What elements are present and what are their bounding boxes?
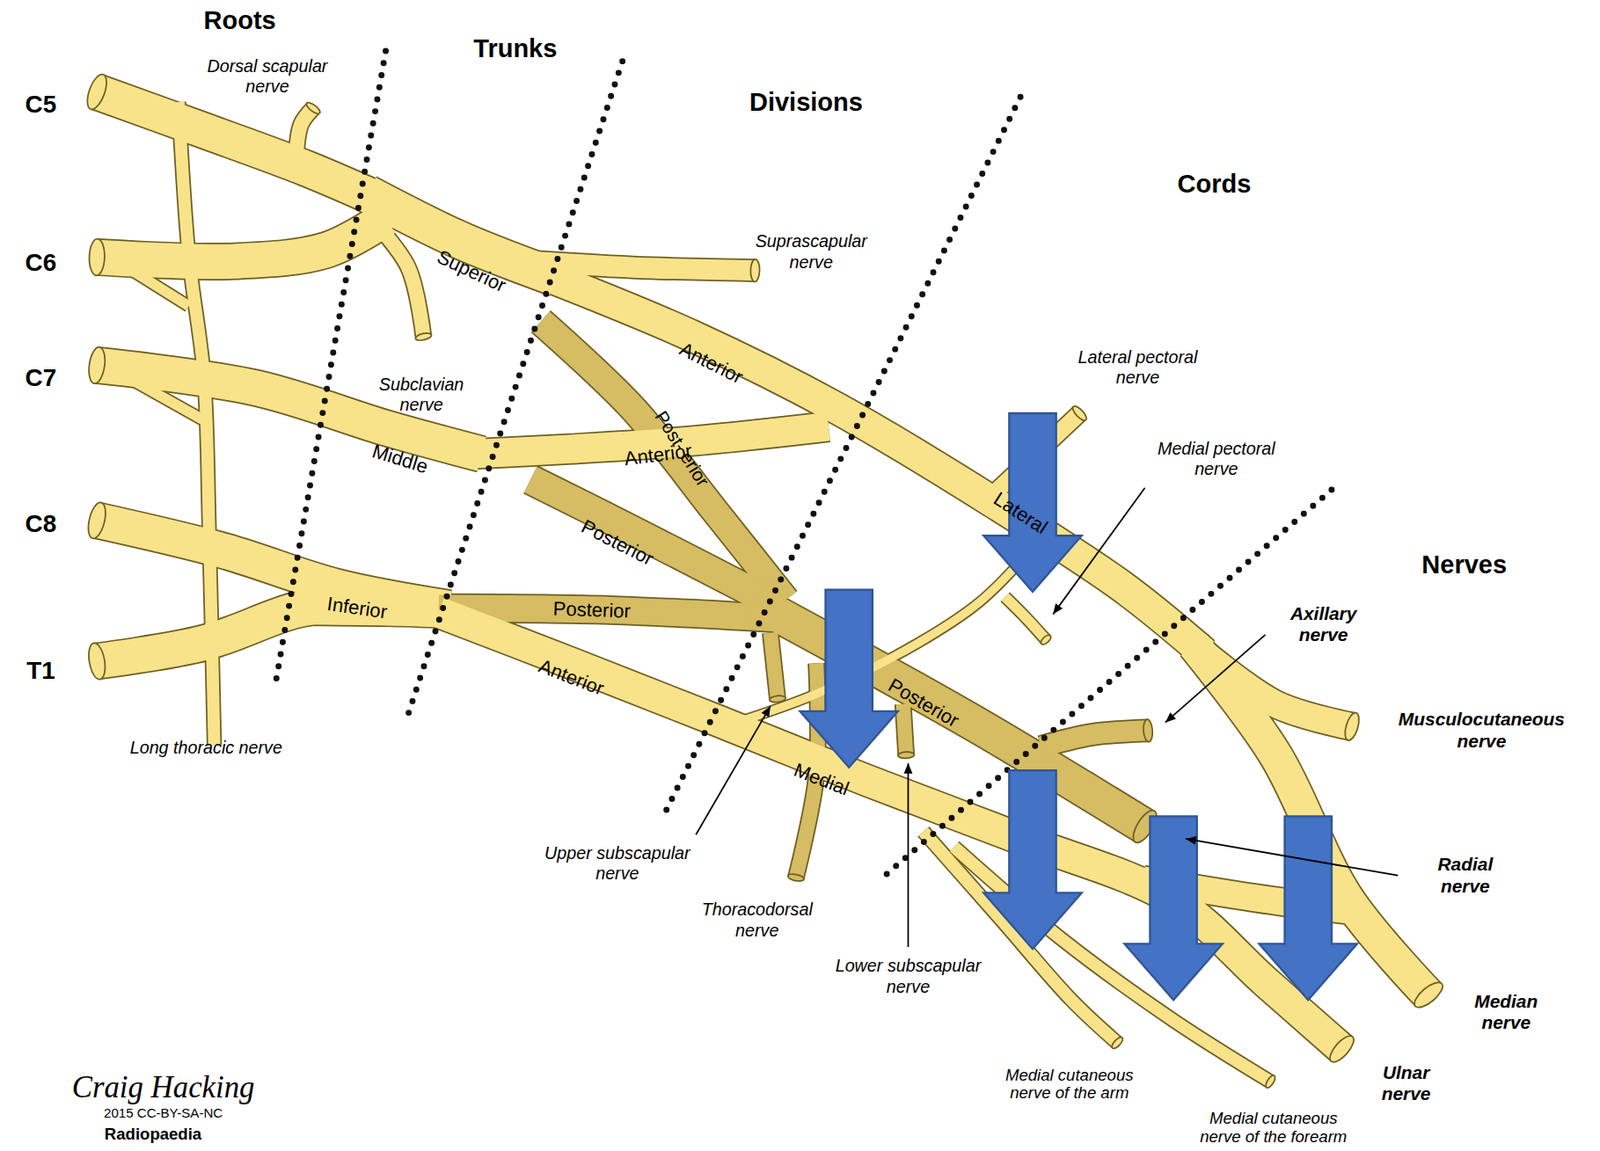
nerve-tube bbox=[96, 365, 482, 454]
root-label: C6 bbox=[25, 248, 58, 277]
leader-arrowhead bbox=[904, 763, 914, 775]
leader-line bbox=[695, 706, 771, 835]
nerve-outline bbox=[770, 633, 778, 700]
nerve-end bbox=[750, 259, 760, 283]
nerve-end bbox=[768, 694, 786, 703]
nerve-end bbox=[88, 238, 106, 276]
section-heading: Nerves bbox=[1421, 549, 1507, 579]
author-signature: Craig Hacking bbox=[72, 1070, 256, 1106]
section-heading: Divisions bbox=[749, 87, 863, 117]
terminal-nerve-label: Median nerve bbox=[1465, 991, 1548, 1034]
nerve-label: Subclavian nerve bbox=[370, 374, 473, 415]
nerve-end bbox=[85, 501, 110, 541]
leader-arrowhead bbox=[761, 706, 771, 718]
region-divider bbox=[882, 489, 1331, 878]
nerve-outline bbox=[96, 365, 482, 454]
nerve-end bbox=[1110, 1036, 1125, 1052]
section-heading: Roots bbox=[204, 6, 277, 36]
marker-arrow bbox=[1259, 816, 1358, 1001]
leader-line bbox=[1052, 488, 1145, 615]
license-note: 2015 CC-BY-SA-NC bbox=[103, 1107, 223, 1123]
nerve-tube bbox=[1040, 730, 1148, 748]
nerve-end bbox=[1039, 633, 1053, 647]
root-label: C7 bbox=[25, 363, 58, 392]
nerve-outline bbox=[96, 218, 386, 262]
section-heading: Trunks bbox=[473, 33, 557, 63]
nerve-outlines bbox=[96, 91, 1429, 1082]
nerve-end bbox=[305, 101, 322, 117]
nerve-outline bbox=[1040, 730, 1148, 748]
terminal-nerve-label: Musculocutaneous nerve bbox=[1389, 709, 1574, 753]
nerve-outline bbox=[96, 91, 380, 200]
leader-arrowhead bbox=[1165, 712, 1177, 723]
region-divider bbox=[275, 51, 386, 685]
terminal-nerve-label: Ulnar nerve bbox=[1370, 1062, 1442, 1105]
leader-arrowhead bbox=[1185, 836, 1197, 846]
nerve-label: Medial cutaneous nerve of the forearm bbox=[1191, 1110, 1356, 1148]
nerve-label: Medial pectoral nerve bbox=[1145, 439, 1288, 480]
nerve-outline bbox=[550, 277, 1204, 654]
nerve-label: Medial cutaneous nerve of the arm bbox=[987, 1066, 1152, 1104]
marker-arrow bbox=[1124, 816, 1222, 1001]
nerve-end bbox=[1142, 719, 1154, 743]
leader-line bbox=[907, 763, 910, 948]
nerve-label: Dorsal scapular nerve bbox=[190, 56, 344, 96]
source-watermark: Radiopaedia bbox=[104, 1125, 202, 1145]
nerve-tube bbox=[1005, 597, 1046, 641]
nerve-end bbox=[1410, 978, 1447, 1013]
root-label: T1 bbox=[26, 656, 56, 685]
nerve-label: Thoracodorsal nerve bbox=[695, 900, 819, 941]
nerve-end bbox=[86, 642, 108, 681]
nerve-fills bbox=[96, 91, 1429, 1082]
marker-arrow bbox=[983, 770, 1082, 950]
root-label: C5 bbox=[25, 89, 58, 118]
nerve-label: Long thoracic nerve bbox=[130, 737, 283, 759]
leader-arrowhead bbox=[1052, 603, 1063, 614]
region-divider bbox=[663, 96, 1021, 817]
nerve-tube bbox=[96, 91, 380, 200]
nerve-end bbox=[1325, 1032, 1358, 1067]
division-label: Posterior bbox=[552, 598, 631, 623]
nerve-end bbox=[1070, 404, 1089, 424]
terminal-nerve-label: Radial nerve bbox=[1424, 854, 1506, 898]
terminal-nerve-label: Axillary nerve bbox=[1277, 603, 1369, 646]
nerve-tube bbox=[530, 479, 775, 605]
nerve-tube bbox=[770, 633, 778, 700]
leader-line bbox=[1165, 635, 1266, 724]
section-heading: Cords bbox=[1177, 168, 1252, 198]
nerve-label: Lateral pectoral nerve bbox=[1066, 347, 1209, 388]
nerve-end bbox=[1263, 1073, 1278, 1089]
leader-line bbox=[1185, 839, 1398, 877]
nerve-end bbox=[83, 72, 111, 112]
nerve-tube bbox=[903, 704, 906, 756]
nerve-end bbox=[87, 346, 108, 386]
nerve-outline bbox=[1005, 597, 1046, 641]
nerve-label: Upper subscapular nerve bbox=[530, 843, 704, 884]
root-label: C8 bbox=[25, 509, 58, 538]
nerve-end bbox=[898, 752, 915, 760]
nerve-label: Lower subscapular nerve bbox=[821, 957, 995, 997]
nerve-label: Suprascapular nerve bbox=[745, 232, 878, 272]
nerve-tube bbox=[96, 218, 386, 262]
nerve-tube bbox=[550, 277, 1204, 654]
nerve-outline bbox=[903, 704, 906, 756]
nerve-ends bbox=[83, 72, 1447, 1090]
nerve-end bbox=[1342, 711, 1362, 743]
marker-arrow bbox=[983, 413, 1082, 592]
nerve-end bbox=[415, 331, 433, 342]
marker-arrow bbox=[800, 590, 899, 768]
nerve-end bbox=[787, 873, 805, 884]
